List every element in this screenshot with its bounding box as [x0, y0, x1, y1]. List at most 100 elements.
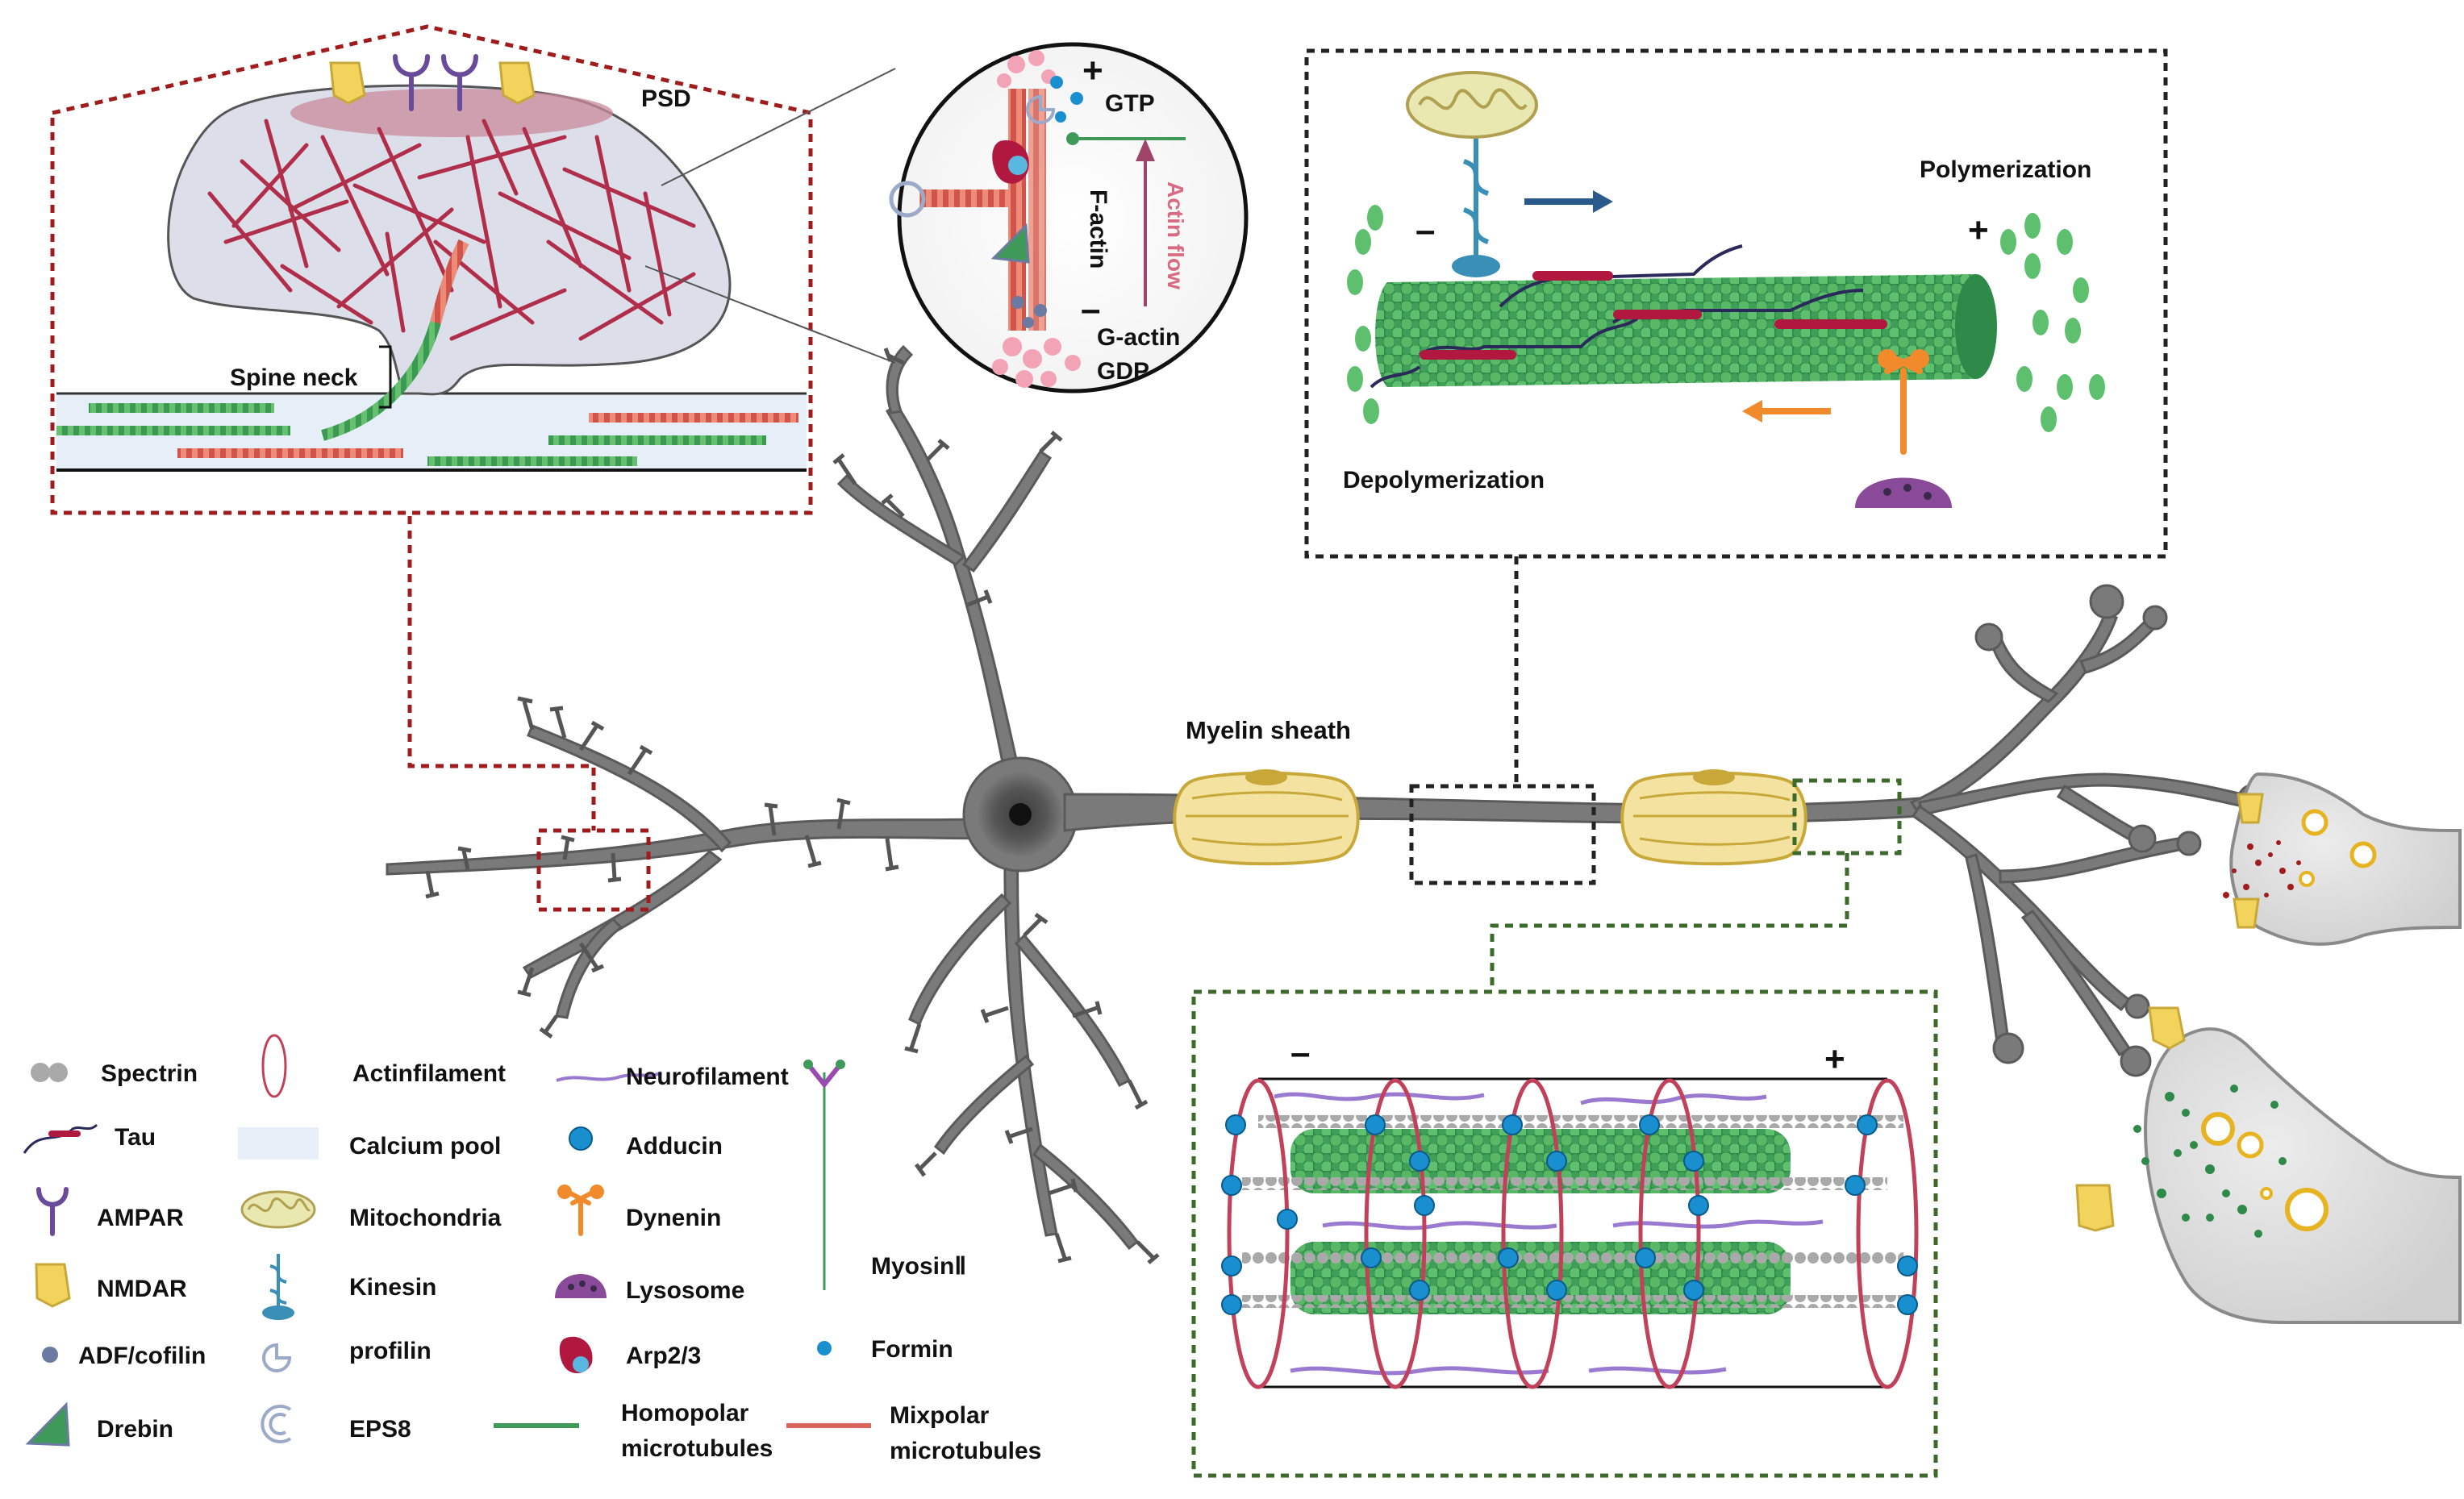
spine-neck-bracket — [379, 345, 392, 409]
legend-item-neurofilament: Neurofilament — [556, 1064, 789, 1090]
legend-label-mixpolar-2: microtubules — [890, 1438, 1041, 1464]
plus-sign-circle: + — [1082, 51, 1103, 90]
legend-item-profilin: profilin — [262, 1338, 432, 1372]
drebin-icon — [25, 1401, 70, 1447]
legend-label-dynenin: Dynenin — [626, 1205, 721, 1231]
legend-label-calcium-pool: Calcium pool — [349, 1133, 501, 1160]
f-actin-label: F-actin — [1085, 189, 1111, 269]
dendrite-down-right2 — [1032, 1143, 1140, 1251]
formin-icon — [817, 1341, 832, 1355]
legend-item-calcium-pool: Calcium pool — [238, 1127, 501, 1160]
dendrite-left-down — [522, 850, 723, 979]
myelin-sheath-1 — [1173, 769, 1360, 866]
lysosome-icon — [1855, 477, 1952, 508]
legend-item-eps8: EPS8 — [261, 1405, 411, 1443]
dynein-icon — [557, 1185, 604, 1236]
tau-icon — [23, 1123, 98, 1154]
legend-label-lysosome: Lysosome — [626, 1277, 744, 1304]
myelin-sheath-label: Myelin sheath — [1186, 716, 1351, 744]
myelin-sheath-2 — [1620, 769, 1807, 866]
profilin-icon — [262, 1343, 292, 1372]
legend-label-homopolar-2: microtubules — [621, 1435, 773, 1462]
legend-item-mitochondria: Mitochondria — [240, 1190, 502, 1231]
axon-terminal-knobs — [1974, 584, 2266, 1077]
legend-label-actinfilament: Actinfilament — [352, 1060, 506, 1087]
legend-item-kinesin: Kinesin — [262, 1254, 436, 1320]
connector-red — [407, 516, 596, 831]
actin-ring-icon — [261, 1034, 287, 1098]
nmdar-icon — [329, 61, 536, 105]
dendrite-down-left — [908, 893, 1012, 1026]
dendrite-down-left2 — [933, 1054, 1035, 1155]
dendrite-left-up — [527, 724, 732, 853]
legend-label-ampar: AMPAR — [97, 1205, 184, 1231]
dendrite-up-trunk — [885, 402, 1024, 792]
synaptic-cleft-vesicles-top — [2223, 840, 2301, 910]
nucleolus — [1009, 803, 1032, 826]
calcium-pool-icon — [238, 1127, 319, 1160]
legend-label-adducin: Adducin — [626, 1133, 723, 1160]
ampar-icon — [393, 54, 478, 111]
legend-label-spectrin: Spectrin — [101, 1060, 198, 1087]
profilin-icon — [1026, 94, 1056, 124]
plus-sign-axon: + — [1824, 1039, 1845, 1079]
legend-item-actinfilament: Actinfilament — [261, 1034, 506, 1098]
legend-item-dynenin: Dynenin — [557, 1185, 721, 1236]
dendrite-down-right — [1014, 933, 1132, 1088]
legend-label-profilin: profilin — [349, 1338, 432, 1364]
arp23-icon — [559, 1336, 593, 1374]
legend-label-arp2-3: Arp2/3 — [626, 1343, 701, 1369]
presynaptic-terminal-bottom — [2143, 1027, 2462, 1325]
myosin-icon — [803, 1060, 845, 1290]
microtubule-zoom-panel — [1304, 48, 2168, 559]
actin-mesh — [207, 119, 696, 341]
axon-branch-down — [1911, 804, 2132, 1012]
legend-item-arp2-3: Arp2/3 — [559, 1336, 701, 1374]
spine-zoom-panel — [50, 24, 896, 515]
minus-sign-axon: – — [1290, 1033, 1310, 1072]
axon-branch-mid-b — [2056, 784, 2140, 842]
legend-label-homopolar: Homopolar — [621, 1400, 749, 1426]
legend-item-formin: Formin — [817, 1336, 953, 1363]
dendrite-down-trunk — [1003, 841, 1058, 1237]
mitochondria-icon — [240, 1190, 316, 1229]
legend-label-drebin: Drebin — [97, 1416, 173, 1443]
psd — [290, 89, 613, 137]
actin-zoom-circle — [889, 42, 1249, 393]
dendrite-up-left — [836, 473, 966, 566]
legend-item-mixpolar: Mixpolar microtubules — [786, 1402, 1041, 1464]
g-actin-label: G-actin — [1097, 324, 1180, 351]
axon-branch-down-d — [2020, 909, 2132, 1057]
adducin-icon — [1221, 1114, 1918, 1315]
axon-skeleton-panel — [1191, 989, 1938, 1478]
legend-label-mitochondria: Mitochondria — [349, 1205, 502, 1231]
axon-branch-up — [1909, 610, 2118, 816]
legend-label-eps8: EPS8 — [349, 1416, 411, 1443]
legend-label-formin: Formin — [871, 1336, 953, 1363]
legend-label-kinesin: Kinesin — [349, 1274, 436, 1301]
gdp-label: GDP — [1097, 358, 1149, 385]
axon-zoom-marker-black — [1409, 784, 1596, 885]
depolymerization-label: Depolymerization — [1343, 467, 1545, 493]
legend-label-mixpolar: Mixpolar — [890, 1402, 990, 1429]
legend-item-lysosome: Lysosome — [555, 1274, 744, 1304]
legend-item-nmdar: NMDAR — [35, 1263, 187, 1308]
adducin-icon — [569, 1126, 593, 1151]
legend-item-adducin: Adducin — [569, 1126, 723, 1160]
axon-branch-up-b — [1991, 638, 2059, 703]
legend-label-nmdar: NMDAR — [97, 1276, 187, 1302]
legend-label-adf-cofilin: ADF/cofilin — [78, 1343, 206, 1369]
minus-sign-circle: – — [1081, 289, 1100, 329]
legend-item-homopolar: Homopolar microtubules — [494, 1400, 773, 1462]
legend: Spectrin Tau AMPAR NMDAR ADF/cofilin Dre… — [23, 1034, 1041, 1464]
kinesin-icon — [262, 1254, 294, 1320]
ampar-icon — [36, 1187, 69, 1236]
cofilin-icon — [42, 1347, 58, 1363]
neurofilament-icon — [556, 1071, 662, 1082]
dendrite-zoom-marker — [536, 828, 651, 912]
plus-sign-mt: + — [1968, 210, 1989, 250]
dendrite-up-right — [961, 449, 1053, 573]
eps8-icon — [261, 1405, 292, 1443]
spectrin-icon — [31, 1063, 68, 1082]
